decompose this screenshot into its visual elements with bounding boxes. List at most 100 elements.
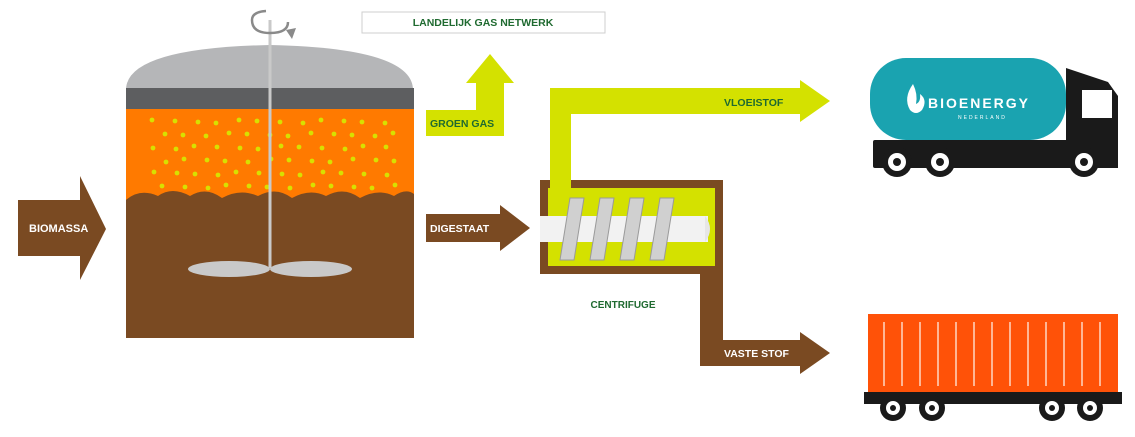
tanker-brand: BIOENERGY	[928, 95, 1030, 111]
gas-network-label: LANDELIJK GAS NETWERK	[413, 17, 554, 29]
gas-bubble	[237, 145, 243, 151]
gas-bubble	[192, 171, 198, 177]
gas-bubble	[180, 132, 186, 138]
gas-bubble	[372, 133, 378, 139]
digester-tank	[126, 9, 414, 338]
gas-bubble	[150, 145, 156, 151]
wagon-wheel-center	[890, 405, 896, 411]
truck-wheel-center	[936, 158, 944, 166]
liquid-flow-arrow: VLOEISTOF	[550, 80, 830, 188]
gas-bubble	[191, 143, 197, 149]
gas-bubble	[285, 133, 291, 139]
gas-bubble	[182, 184, 188, 190]
biomass-label: BIOMASSA	[29, 223, 88, 235]
gas-bubble	[331, 131, 337, 137]
truck-window	[1082, 90, 1112, 118]
gas-bubble	[369, 185, 375, 191]
gas-bubble	[233, 169, 239, 175]
gas-bubble	[382, 120, 388, 126]
truck-wheel-center	[1080, 158, 1088, 166]
centrifuge: CENTRIFUGE	[540, 180, 723, 311]
gas-bubble	[255, 146, 261, 152]
container-body	[868, 314, 1118, 392]
gas-bubble	[287, 185, 293, 191]
liquid-label: VLOEISTOF	[724, 97, 784, 109]
screw-flight	[619, 197, 645, 261]
gas-bubble	[373, 157, 379, 163]
solid-flow-arrow: VASTE STOF	[700, 266, 830, 374]
gas-bubble	[203, 133, 209, 139]
gas-bubble	[254, 118, 260, 124]
gas-bubble	[286, 157, 292, 163]
gas-bubble	[256, 170, 262, 176]
gas-bubble	[223, 182, 229, 188]
gas-bubble	[350, 156, 356, 162]
digestate-label: DIGESTAAT	[430, 223, 490, 235]
gas-bubble	[245, 159, 251, 165]
gas-bubble	[246, 183, 252, 189]
truck-wheel-center	[893, 158, 901, 166]
gas-bubble	[328, 183, 334, 189]
truck-wheels	[882, 147, 1099, 177]
centrifuge-screw	[559, 197, 675, 261]
centrifuge-label: CENTRIFUGE	[591, 300, 656, 311]
tank-body	[870, 58, 1066, 140]
stirrer-blade-left	[188, 261, 270, 277]
tanker-tagline: NEDERLAND	[958, 115, 1007, 121]
gas-bubble	[349, 132, 355, 138]
gas-bubble	[351, 184, 357, 190]
gas-bubble	[338, 170, 344, 176]
gas-bubble	[320, 169, 326, 175]
flame-icon	[907, 84, 925, 113]
gas-bubble	[278, 143, 284, 149]
gas-bubble	[390, 130, 396, 136]
gas-bubble	[244, 131, 250, 137]
gas-network-box: LANDELIJK GAS NETWERK	[361, 11, 606, 34]
gas-bubble	[341, 118, 347, 124]
gas-bubble	[318, 117, 324, 123]
gas-bubble	[205, 185, 211, 191]
gas-bubble	[277, 119, 283, 125]
green-gas-label: GROEN GAS	[430, 118, 494, 130]
gas-bubble	[361, 171, 367, 177]
gas-bubble	[151, 169, 157, 175]
gas-bubble	[174, 170, 180, 176]
gas-bubble	[309, 158, 315, 164]
gas-bubble	[204, 157, 210, 163]
container-ribs	[883, 322, 1101, 386]
gas-bubble	[215, 172, 221, 178]
gas-bubble	[159, 183, 165, 189]
green-gas-arrow: GROEN GAS	[426, 54, 514, 136]
gas-bubble	[214, 144, 220, 150]
screw-flight	[589, 197, 615, 261]
gas-bubble	[163, 159, 169, 165]
gas-bubble	[391, 158, 397, 164]
digestate-arrow: DIGESTAAT	[426, 205, 530, 251]
wagon-wheels	[880, 395, 1103, 421]
gas-bubble	[162, 131, 168, 137]
gas-bubble	[279, 171, 285, 177]
gas-bubble	[383, 144, 389, 150]
gas-bubble	[360, 143, 366, 149]
tanker-truck: BIOENERGY NEDERLAND	[870, 58, 1118, 177]
gas-bubble	[222, 158, 228, 164]
gas-bubble	[300, 120, 306, 126]
gas-bubble	[319, 145, 325, 151]
gas-bubble	[173, 146, 179, 152]
solid-label: VASTE STOF	[724, 348, 790, 360]
gas-bubble	[264, 184, 270, 190]
gas-bubble	[181, 156, 187, 162]
wagon-wheel-center	[929, 405, 935, 411]
gas-bubble	[297, 172, 303, 178]
gas-bubble	[392, 182, 398, 188]
gas-bubble	[149, 117, 155, 123]
wagon-wheel-center	[1087, 405, 1093, 411]
gas-bubble	[327, 159, 333, 165]
screw-flight	[649, 197, 675, 261]
container-wagon	[864, 314, 1122, 421]
gas-bubble	[310, 182, 316, 188]
gas-bubble	[308, 130, 314, 136]
biomass-arrow: BIOMASSA	[18, 176, 106, 280]
stirrer-blade-right	[270, 261, 352, 277]
